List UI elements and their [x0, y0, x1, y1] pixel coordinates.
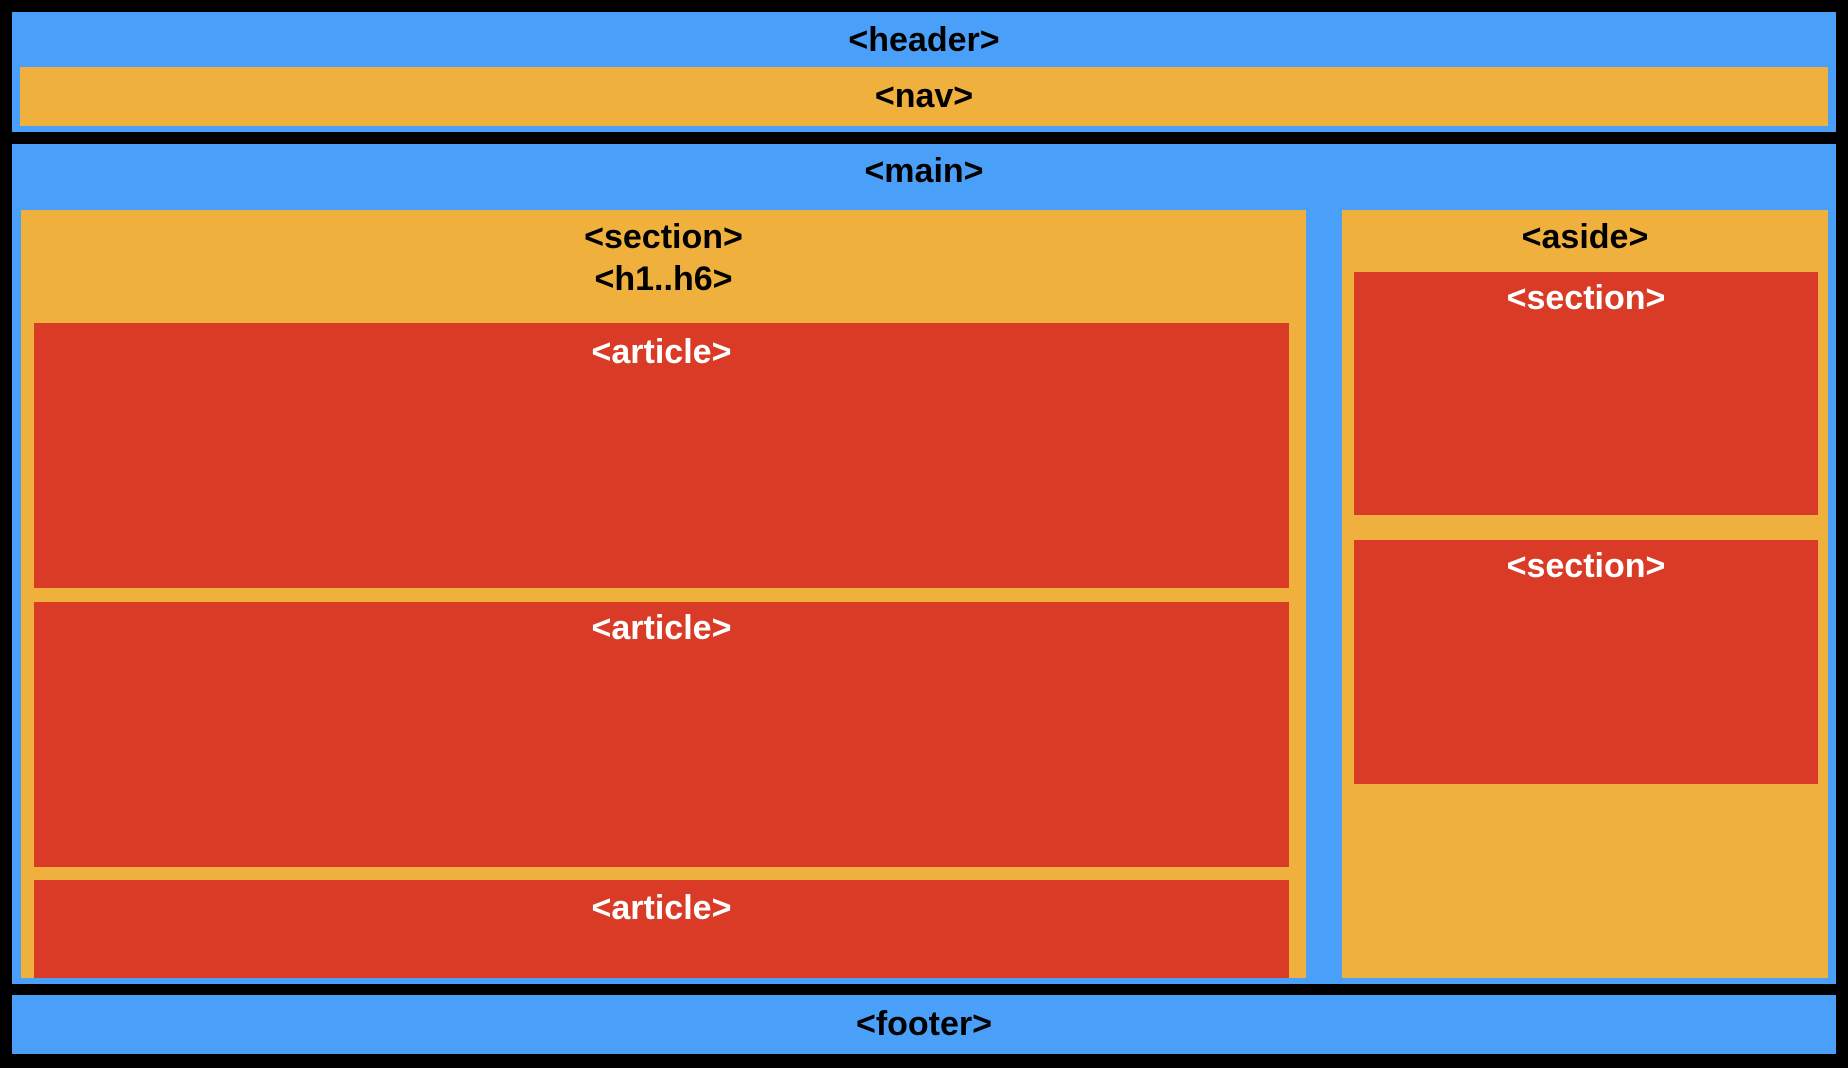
aside-label: <aside> — [1521, 218, 1649, 256]
header-block: <header> <nav> — [12, 12, 1836, 132]
aside-section-label-1: <section> — [1506, 279, 1666, 317]
footer-label: <footer> — [855, 1005, 993, 1043]
nav-label: <nav> — [874, 77, 974, 115]
section-label: <section> — [584, 218, 743, 256]
main-label: <main> — [864, 152, 984, 190]
footer-block: <footer> — [12, 995, 1836, 1054]
aside-section-label-2: <section> — [1506, 547, 1666, 585]
article-label-1: <article> — [591, 333, 732, 371]
heading-label: <h1..h6> — [594, 260, 733, 298]
aside-block: <aside> <section> <section> — [1342, 210, 1828, 978]
aside-section-block-2: <section> — [1354, 540, 1818, 784]
article-block-2: <article> — [34, 602, 1289, 867]
main-block: <main> <section> <h1..h6> <article> <art… — [12, 144, 1836, 984]
aside-section-block-1: <section> — [1354, 272, 1818, 515]
nav-block: <nav> — [20, 67, 1828, 126]
article-block-1: <article> — [34, 323, 1289, 588]
article-label-3: <article> — [591, 889, 732, 927]
article-block-3: <article> — [34, 880, 1289, 978]
main-section-block: <section> <h1..h6> <article> <article> <… — [21, 210, 1306, 978]
header-label: <header> — [848, 21, 1000, 59]
article-label-2: <article> — [591, 609, 732, 647]
